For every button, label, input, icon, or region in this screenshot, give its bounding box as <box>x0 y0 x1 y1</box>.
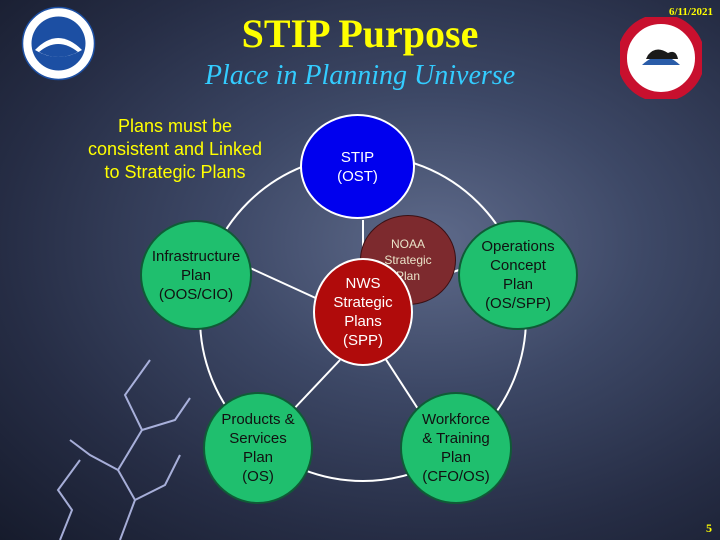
node-operations-concept-plan-label: Operations Concept Plan (OS/SPP) <box>481 237 554 313</box>
node-workforce-training-plan: Workforce & Training Plan (CFO/OS) <box>400 392 512 504</box>
lightning-bolt <box>58 360 190 540</box>
node-stip: STIP (OST) <box>300 114 415 219</box>
page-subtitle: Place in Planning Universe <box>150 60 570 92</box>
node-operations-concept-plan: Operations Concept Plan (OS/SPP) <box>458 220 578 330</box>
page-title: STIP Purpose <box>180 10 540 57</box>
national-weather-service-logo <box>620 17 702 99</box>
node-infrastructure-plan: Infrastructure Plan (OOS/CIO) <box>140 220 252 330</box>
slide-date: 6/11/2021 <box>669 6 713 18</box>
noaa-logo <box>21 6 96 81</box>
node-products-services-plan: Products & Services Plan (OS) <box>203 392 313 504</box>
node-workforce-training-plan-label: Workforce & Training Plan (CFO/OS) <box>422 410 490 486</box>
node-infrastructure-plan-label: Infrastructure Plan (OOS/CIO) <box>152 247 240 304</box>
node-nws-strategic-plans-label: NWS Strategic Plans (SPP) <box>333 274 392 350</box>
node-products-services-plan-label: Products & Services Plan (OS) <box>221 410 294 486</box>
node-nws-strategic-plans: NWS Strategic Plans (SPP) <box>313 258 413 366</box>
slide-number: 5 <box>706 521 712 536</box>
consistency-note: Plans must be consistent and Linked to S… <box>80 115 270 184</box>
node-stip-label: STIP (OST) <box>337 148 378 186</box>
